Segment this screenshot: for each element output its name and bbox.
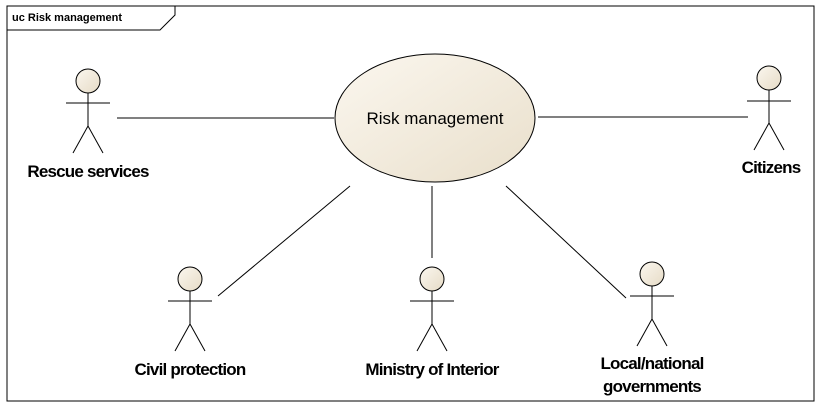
actor-head xyxy=(75,68,101,94)
actor-head xyxy=(419,266,445,292)
actor-ministry-of-interior xyxy=(410,266,454,352)
actor-local-national-governments xyxy=(630,261,674,347)
actor-rescue-services xyxy=(66,68,110,154)
frame-label: uc Risk management xyxy=(12,12,122,24)
actor-civil-protection xyxy=(168,266,212,352)
associations xyxy=(117,116,748,299)
association-local-national-governments xyxy=(505,185,627,299)
actor-label-citizens: Citizens xyxy=(742,158,801,177)
use-case-risk-management: Risk management xyxy=(334,53,536,183)
actor-head xyxy=(177,266,203,292)
actor-label-ministry-of-interior: Ministry of Interior xyxy=(365,360,499,379)
actor-head xyxy=(639,261,665,287)
actor-label-local-national-line2: governments xyxy=(603,377,701,396)
use-case-label: Risk management xyxy=(366,109,503,128)
association-civil-protection xyxy=(217,185,351,297)
actor-label-rescue-services: Rescue services xyxy=(27,162,149,181)
actor-citizens xyxy=(747,65,791,151)
use-case-ellipse xyxy=(334,53,536,183)
actor-label-civil-protection: Civil protection xyxy=(135,360,246,379)
actor-head xyxy=(756,65,782,91)
frame-tab xyxy=(7,6,176,31)
actor-label-local-national-line1: Local/national xyxy=(600,354,703,373)
